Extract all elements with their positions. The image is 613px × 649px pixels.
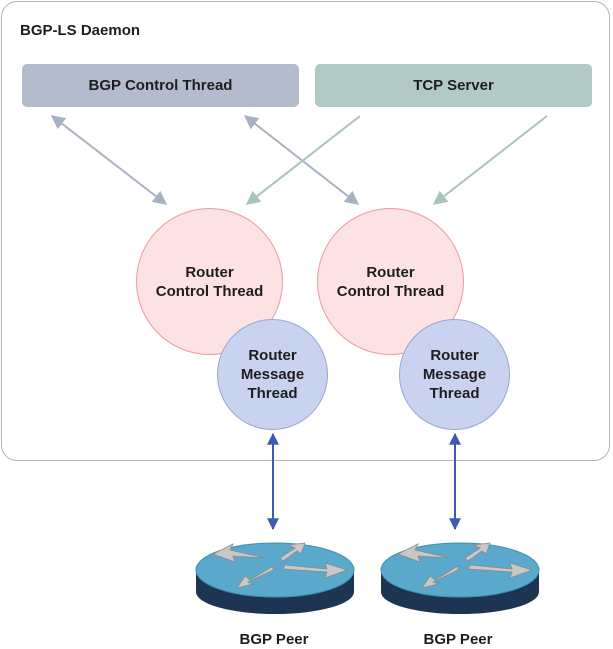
bgp-to-router1-arrow [50, 115, 168, 205]
router-message-thread-1-line1: Router [248, 347, 297, 364]
daemon-title: BGP-LS Daemon [20, 22, 141, 39]
router-control-thread-2-line1: Router [366, 263, 415, 281]
bgp-control-thread-box: BGP Control Thread [22, 64, 299, 107]
router-control-thread-1-line2: Control Thread [155, 282, 264, 300]
router-icon [380, 542, 540, 614]
router-control-thread-2-line2: Control Thread [336, 282, 445, 300]
bgp-peer-2-label: BGP Peer [423, 631, 493, 648]
router-icon [195, 542, 355, 614]
bgp-peer-1-label: BGP Peer [239, 631, 309, 648]
tcp-server-label: TCP Server [413, 77, 494, 94]
router-message-thread-2: Router Message Thread [399, 319, 510, 430]
router-message-thread-1-line2: Message [240, 366, 305, 383]
router-message-thread-1-line3: Thread [247, 385, 298, 402]
tcp-server-box: TCP Server [315, 64, 592, 107]
router-control-thread-1-line1: Router [185, 263, 234, 281]
router-message-thread-2-line1: Router [430, 347, 479, 364]
bgp-control-thread-label: BGP Control Thread [88, 77, 233, 94]
router-message-thread-1: Router Message Thread [217, 319, 328, 430]
router-message-thread-2-line2: Message [422, 366, 487, 383]
router-message-thread-2-line3: Thread [429, 385, 480, 402]
tcp-to-router2-arrow [432, 115, 548, 205]
bgp-to-router2-arrow [243, 115, 360, 205]
tcp-to-router1-arrow [245, 115, 361, 205]
